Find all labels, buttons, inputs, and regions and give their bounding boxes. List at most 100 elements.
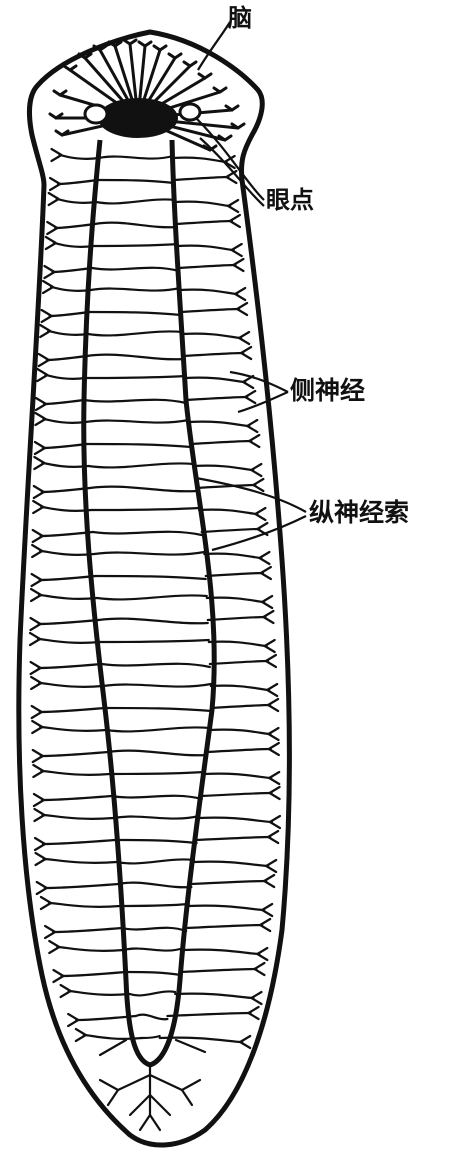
lateral-nerve-right-tip bbox=[251, 992, 261, 1004]
commissure bbox=[112, 796, 202, 799]
lateral-nerve-right-tip bbox=[260, 919, 270, 931]
lateral-nerve-left bbox=[42, 815, 113, 819]
lateral-nerve-right bbox=[210, 661, 268, 664]
lateral-nerve-right bbox=[191, 881, 266, 884]
lateral-nerve-right bbox=[181, 309, 239, 312]
commissure bbox=[130, 991, 175, 995]
lateral-nerve-right-tip bbox=[257, 948, 267, 960]
label-brain: 脑 bbox=[228, 6, 252, 30]
leader-cord-2 bbox=[212, 516, 306, 550]
lateral-nerve-left bbox=[69, 991, 130, 995]
lateral-nerve-right-tip bbox=[228, 200, 238, 212]
commissure bbox=[87, 355, 184, 360]
lateral-nerve-right bbox=[167, 1013, 250, 1016]
lateral-nerve-left-tip bbox=[31, 618, 41, 630]
lateral-nerve-right bbox=[180, 290, 237, 294]
lateral-nerve-right-tip bbox=[266, 655, 276, 667]
lateral-nerve-right-tip bbox=[253, 479, 263, 491]
lateral-nerve-right bbox=[179, 265, 236, 268]
commissure bbox=[91, 508, 199, 510]
lateral-nerve-right-tip bbox=[270, 816, 280, 828]
longitudinal-nerve-cord bbox=[84, 140, 215, 1065]
leader-cord-1 bbox=[196, 478, 306, 512]
lateral-nerve-left-tip bbox=[33, 530, 43, 542]
lateral-nerve-right-tip bbox=[240, 1036, 250, 1048]
lateral-nerve-left-tip bbox=[68, 1014, 78, 1026]
lateral-nerve-left-tip bbox=[36, 398, 46, 410]
lateral-nerve-left bbox=[57, 199, 97, 203]
lateral-nerve-right-tip bbox=[263, 611, 273, 623]
lateral-nerve-left-tip bbox=[36, 853, 46, 865]
commissure bbox=[96, 199, 175, 203]
lateral-nerve-left bbox=[42, 796, 112, 800]
lateral-nerve-right bbox=[197, 837, 271, 840]
lateral-nerve-right-tip bbox=[254, 963, 264, 975]
lateral-nerve-left-tip bbox=[35, 442, 45, 454]
commissure bbox=[108, 751, 207, 756]
brain-ray bbox=[149, 123, 210, 150]
lateral-nerve-right bbox=[186, 925, 262, 928]
lateral-nerve-left bbox=[40, 551, 94, 555]
lateral-nerve-left-tip bbox=[33, 750, 43, 762]
lateral-nerve-right bbox=[175, 202, 230, 206]
brain-ray-tip bbox=[184, 62, 196, 66]
lateral-nerve-right-tip bbox=[239, 332, 249, 344]
commissure bbox=[91, 288, 180, 291]
tail-branch-side bbox=[100, 1040, 205, 1055]
commissure bbox=[118, 883, 191, 888]
commissure bbox=[99, 619, 208, 624]
lateral-nerve-left-tip bbox=[34, 809, 44, 821]
lateral-nerve-left bbox=[45, 884, 119, 888]
lateral-nerve-right bbox=[178, 246, 234, 250]
commissure bbox=[89, 312, 181, 315]
lateral-nerve-right bbox=[182, 334, 241, 338]
lateral-nerve-left bbox=[51, 287, 91, 291]
lateral-nerve-right bbox=[212, 705, 270, 708]
lateral-nerve-left-tip bbox=[30, 633, 40, 645]
commissure bbox=[88, 463, 193, 467]
lateral-nerve-left-tip bbox=[33, 765, 43, 777]
lateral-nerve-right bbox=[174, 177, 228, 180]
lateral-nerve-left-tip bbox=[44, 266, 54, 278]
lateral-nerve-right bbox=[177, 221, 232, 224]
commissure bbox=[124, 948, 184, 951]
lateral-nerve-right-tip bbox=[265, 640, 275, 652]
commissure bbox=[94, 552, 204, 555]
lateral-nerve-left bbox=[44, 859, 117, 863]
commissure bbox=[93, 244, 177, 246]
commissure bbox=[105, 708, 212, 711]
lateral-nerve-right-tip bbox=[232, 244, 242, 256]
lateral-nerve-right-tip bbox=[249, 1007, 259, 1019]
brain-ray-tip bbox=[199, 74, 211, 78]
lateral-nerve-right bbox=[194, 862, 268, 866]
commissure bbox=[99, 156, 173, 159]
lateral-nerve-right bbox=[189, 906, 264, 910]
commissure bbox=[90, 487, 197, 492]
lateral-nerve-left bbox=[39, 620, 99, 624]
lateral-nerve-right-tip bbox=[269, 743, 279, 755]
commissure bbox=[84, 400, 186, 403]
lateral-nerve-left-tip bbox=[31, 589, 41, 601]
lateral-nerve-right bbox=[185, 378, 245, 382]
lateral-nerve-right-tip bbox=[269, 772, 279, 784]
lateral-nerve-left bbox=[38, 639, 100, 643]
lateral-nerve-right bbox=[208, 617, 266, 620]
lateral-nerve-left-tip bbox=[49, 193, 59, 205]
lateral-nerve-left-tip bbox=[43, 281, 53, 293]
lateral-nerve-right-tip bbox=[245, 391, 255, 403]
commissure bbox=[142, 1036, 160, 1038]
commissure bbox=[85, 376, 184, 378]
lateral-nerve-left bbox=[40, 576, 96, 580]
lateral-nerve-right-tip bbox=[264, 875, 274, 887]
lateral-nerve-right bbox=[211, 686, 269, 690]
lateral-nerve-right bbox=[202, 793, 272, 796]
lateral-nerve-left bbox=[53, 928, 122, 932]
brain-ray-tip bbox=[214, 88, 226, 92]
lateral-nerve-left-tip bbox=[37, 882, 47, 894]
lateral-nerve-left bbox=[39, 664, 102, 668]
lateral-nerve-right bbox=[184, 950, 260, 954]
lateral-nerve-left-tip bbox=[39, 354, 49, 366]
lateral-nerve-left bbox=[39, 683, 103, 687]
lateral-nerve-right-tip bbox=[237, 303, 247, 315]
